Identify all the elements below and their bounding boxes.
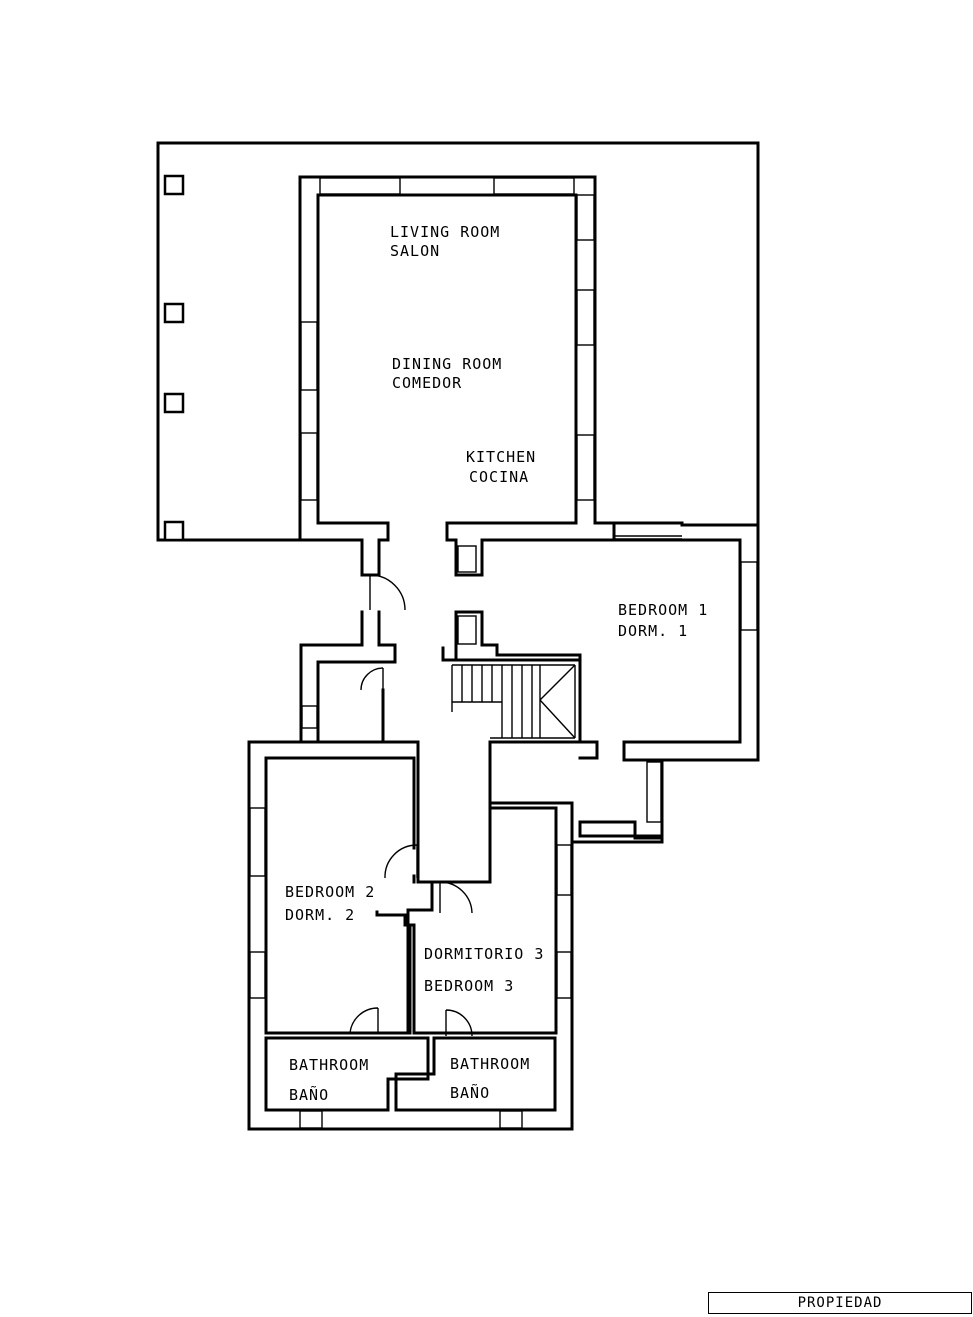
room-labels: LIVING ROOM SALON DINING ROOM COMEDOR KI…: [285, 223, 708, 1104]
stair-area: [299, 545, 599, 805]
terrace-column: [163, 392, 185, 414]
window: [576, 434, 595, 501]
dorm-1-label: DORM. 1: [618, 622, 688, 640]
window: [646, 761, 662, 823]
window: [576, 289, 595, 346]
window: [299, 1110, 323, 1129]
title-block-label: PROPIEDAD: [797, 1295, 883, 1311]
window: [249, 951, 266, 999]
terrace-column: [163, 520, 185, 542]
bedroom-1-label: BEDROOM 1: [618, 601, 708, 619]
bedrooms-walls: [247, 740, 574, 1131]
window: [576, 194, 595, 241]
terrace-column: [163, 302, 185, 324]
bedroom-3-label: BEDROOM 3: [424, 977, 514, 995]
bano-1-label: BAÑO: [289, 1085, 329, 1104]
stair-treads: [451, 664, 576, 739]
door-swing: [360, 667, 384, 691]
door-swing: [439, 881, 473, 914]
door-swing: [384, 844, 418, 879]
window: [300, 432, 318, 501]
window: [300, 321, 318, 391]
window: [301, 705, 318, 729]
dormitorio-3-label: DORMITORIO 3: [424, 945, 544, 963]
living-block-walls: [298, 175, 616, 577]
bathroom-1-label: BATHROOM: [289, 1056, 369, 1074]
window: [556, 844, 572, 896]
door-swing: [445, 1009, 473, 1037]
salon-label: SALON: [390, 242, 440, 260]
terrace: [156, 141, 760, 542]
window: [499, 1110, 523, 1129]
kitchen-label: KITCHEN: [466, 448, 536, 466]
window: [249, 807, 266, 877]
door-swing: [369, 574, 406, 611]
bedroom-1-walls: [570, 521, 760, 844]
bathroom-2-label: BATHROOM: [450, 1055, 530, 1073]
dorm-2-label: DORM. 2: [285, 906, 355, 924]
window: [493, 177, 575, 195]
title-block: PROPIEDAD: [708, 1292, 972, 1314]
living-room-label: LIVING ROOM: [390, 223, 500, 241]
comedor-label: COMEDOR: [392, 374, 462, 392]
bano-2-label: BAÑO: [450, 1083, 490, 1102]
window: [319, 177, 401, 195]
window: [740, 561, 758, 631]
bedroom-2-label: BEDROOM 2: [285, 883, 375, 901]
terrace-column: [163, 174, 185, 196]
dining-room-label: DINING ROOM: [392, 355, 502, 373]
door-swing: [349, 1007, 379, 1034]
cocina-label: COCINA: [469, 468, 529, 486]
window: [556, 951, 572, 999]
